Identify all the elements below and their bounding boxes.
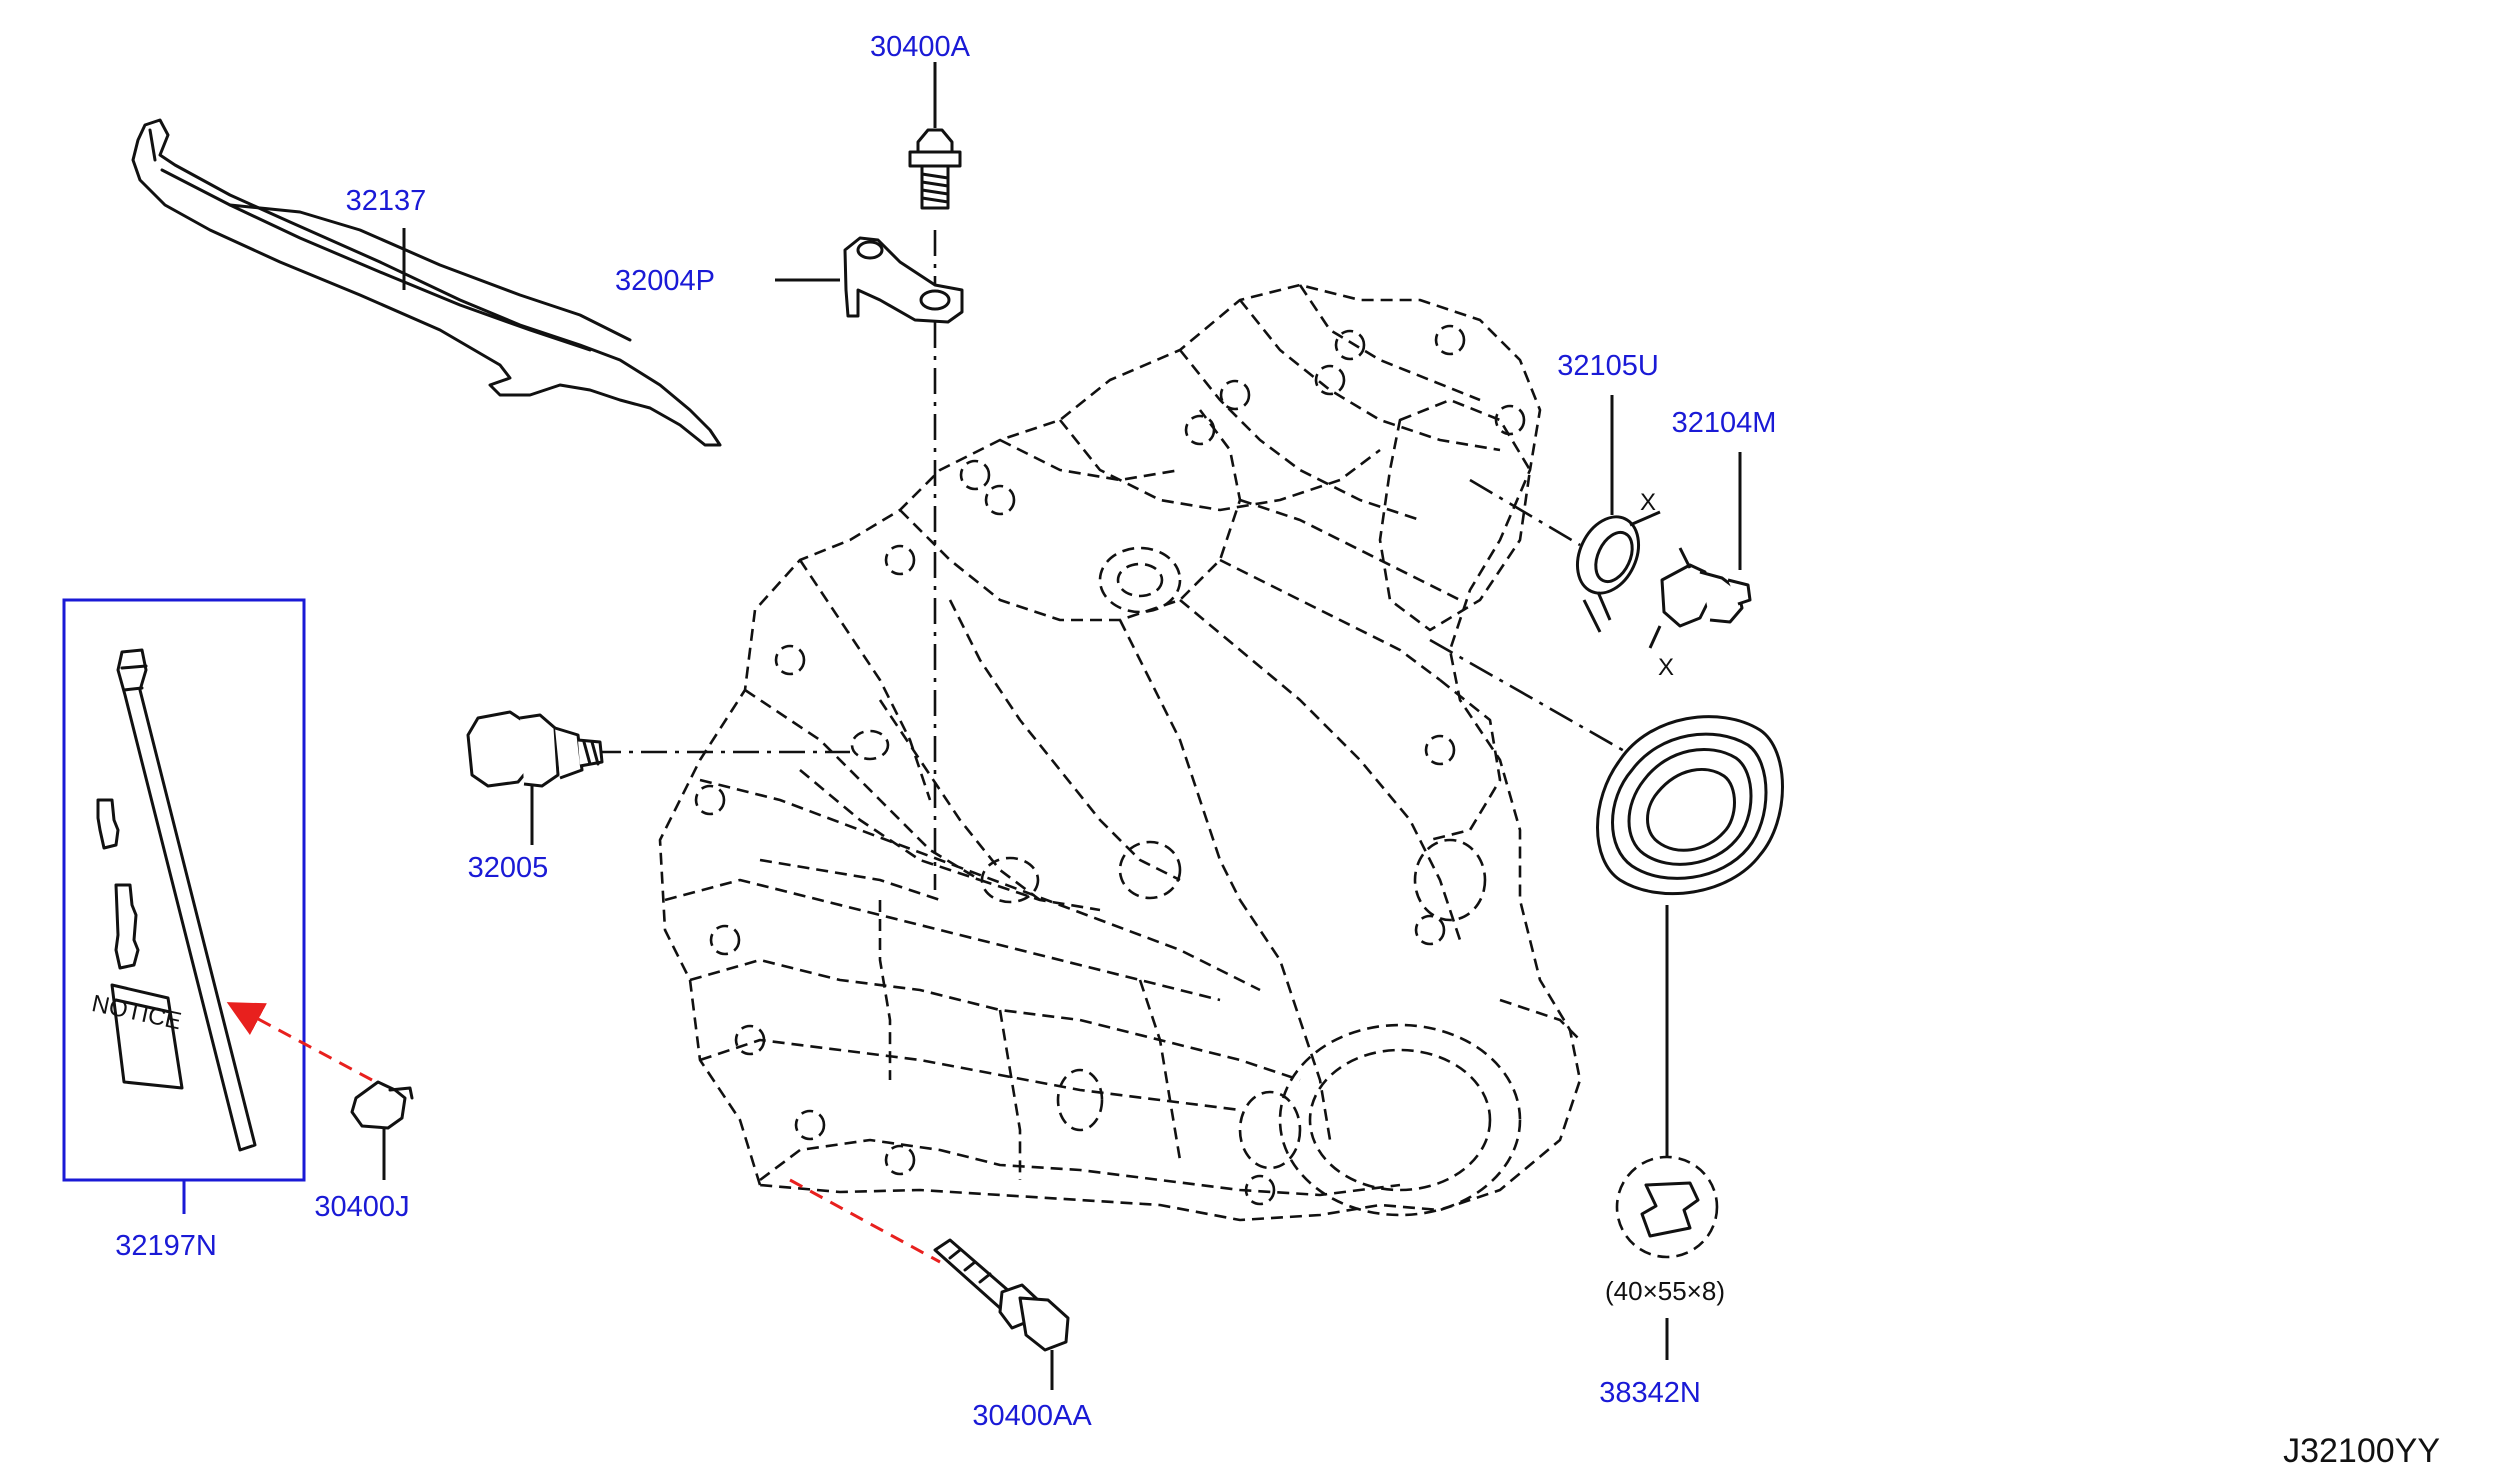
seal-size-label: (40×55×8) [1605,1276,1725,1306]
callout-32197N[interactable]: 32197N [115,1180,217,1262]
dimension-marks-32105U: X [1582,489,1661,633]
callout-30400A[interactable]: 30400A [870,31,971,128]
install-line-30400AA [789,1178,941,1264]
callout-38342N[interactable]: (40×55×8) 38342N [1599,905,1725,1409]
callout-30400J[interactable]: 30400J [314,1128,410,1223]
label-30400A: 30400A [870,31,971,63]
part-30400J-clip[interactable] [350,1080,414,1130]
callout-32005[interactable]: 32005 [468,786,549,884]
label-32104M: 32104M [1672,407,1777,439]
label-30400AA: 30400AA [972,1400,1092,1432]
diagram-code: J32100YY [2283,1432,2440,1470]
callout-32104M[interactable]: 32104M [1672,407,1777,570]
dimension-marks-32104M: X [1648,547,1692,681]
part-32104M-plug[interactable] [1660,563,1752,628]
part-32005-sensor[interactable] [466,710,604,788]
dimension-mark-x-lower: X [1658,654,1674,681]
callout-32137[interactable]: 32137 [346,185,427,290]
label-32137: 32137 [346,185,427,217]
label-32105U: 32105U [1557,350,1659,382]
case-bolt-bosses [694,324,1526,1206]
callout-32004P[interactable]: 32004P [615,265,840,297]
label-32004P: 32004P [615,265,715,297]
transmission-case-outline [658,283,1582,1222]
install-arrow-30400J [226,1002,373,1082]
part-38342N-oil-seal[interactable] [1596,715,1784,896]
label-32197N: 32197N [115,1230,217,1262]
part-30400A-bolt[interactable] [908,128,962,210]
kit-32197N-box[interactable]: NOTICE [62,598,306,1182]
label-30400J: 30400J [314,1191,409,1223]
part-32137-guide-plate[interactable] [131,118,722,447]
part-32105U-seal[interactable] [1566,507,1651,603]
part-30400AA-bolt[interactable] [933,1238,1070,1352]
callout-30400AA[interactable]: 30400AA [972,1350,1092,1432]
label-38342N: 38342N [1599,1377,1701,1409]
assembly-center-lines [595,230,1641,890]
part-32004P-bracket[interactable] [843,236,964,324]
dimension-mark-x-upper: X [1640,489,1656,516]
seal-profile-detail[interactable] [1615,1155,1719,1259]
label-32005: 32005 [468,852,549,884]
callout-32105U[interactable]: 32105U [1557,350,1659,515]
